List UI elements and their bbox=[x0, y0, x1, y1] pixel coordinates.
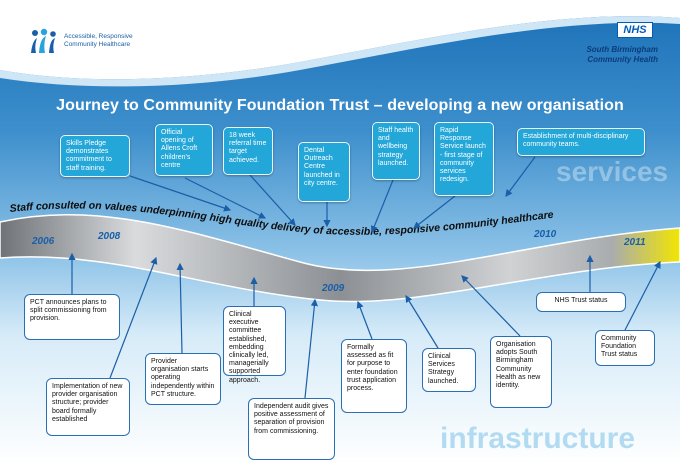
nhs-logo: NHS bbox=[617, 22, 653, 38]
event-new-identity: Organisation adopts South Birmingham Com… bbox=[490, 336, 552, 408]
event-allens-croft: Official opening of Allens Croft childre… bbox=[155, 124, 213, 176]
event-18-week-target: 18 week referral time target achieved. bbox=[223, 127, 273, 175]
event-staff-wellbeing: Staff health and wellbeing strategy laun… bbox=[372, 122, 420, 180]
event-independent-audit: Independent audit gives positive assessm… bbox=[248, 398, 335, 460]
event-community-teams: Establishment of multi-disciplinary comm… bbox=[517, 128, 645, 156]
logo-text: Accessible, Responsive Community Healthc… bbox=[64, 33, 133, 49]
logo-line1: Accessible, Responsive bbox=[64, 33, 133, 40]
year-2011: 2011 bbox=[624, 237, 646, 248]
organisation-name: South Birmingham Community Health bbox=[568, 45, 658, 65]
event-provider-independent: Provider organisation starts operating i… bbox=[145, 353, 221, 405]
event-nhs-trust-status: NHS Trust status bbox=[536, 292, 626, 312]
event-dental-outreach: Dental Outreach Centre launched in city … bbox=[298, 142, 350, 202]
event-rapid-response: Rapid Response Service launch - first st… bbox=[434, 122, 494, 196]
event-provider-structure: Implementation of new provider organisat… bbox=[46, 378, 130, 436]
year-2008: 2008 bbox=[98, 231, 121, 242]
header-wave bbox=[0, 0, 680, 87]
logo: Accessible, Responsive Community Healthc… bbox=[28, 28, 133, 54]
event-clinical-committee: Clinical executive committee established… bbox=[223, 306, 286, 384]
org-line2: Community Health bbox=[587, 55, 658, 64]
page-title: Journey to Community Foundation Trust – … bbox=[56, 97, 624, 114]
year-2009: 2009 bbox=[322, 283, 345, 294]
event-pct-split: PCT announces plans to split commissioni… bbox=[24, 294, 120, 340]
event-foundation-trust-status: Community Foundation Trust status bbox=[595, 330, 655, 366]
event-clinical-strategy: Clinical Services Strategy launched. bbox=[422, 348, 476, 392]
year-2010: 2010 bbox=[534, 229, 557, 240]
event-fit-for-purpose: Formally assessed as fit for purpose to … bbox=[341, 339, 407, 413]
services-watermark: services bbox=[556, 156, 669, 187]
logo-line2: Community Healthcare bbox=[64, 41, 131, 48]
year-2006: 2006 bbox=[32, 236, 55, 247]
infrastructure-watermark: infrastructure bbox=[440, 422, 636, 455]
event-skills-pledge: Skills Pledge demonstrates commitment to… bbox=[60, 135, 130, 177]
people-logo-icon bbox=[31, 28, 56, 53]
org-line1: South Birmingham bbox=[586, 45, 658, 54]
